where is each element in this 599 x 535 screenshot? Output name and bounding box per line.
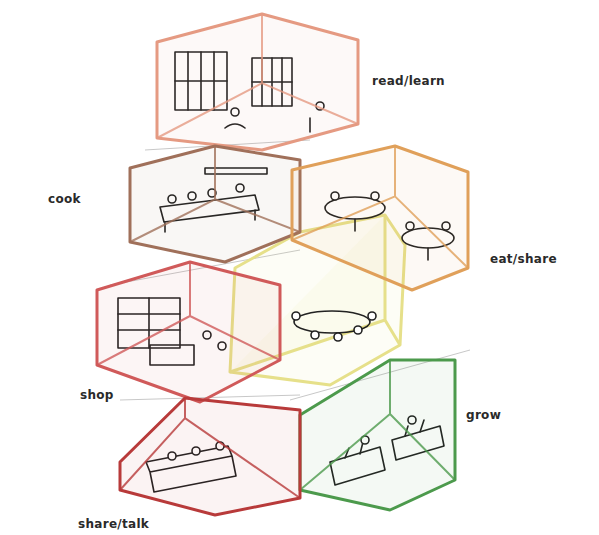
room-wall [97, 262, 280, 402]
room-box: cook [130, 146, 300, 262]
room-corner [97, 262, 280, 365]
room-box: shop [97, 262, 280, 402]
room-label: cook [48, 192, 81, 206]
room-outline [97, 262, 280, 402]
room-outline [300, 360, 455, 510]
room-corner [300, 360, 455, 490]
room-box: grow [300, 360, 455, 510]
room-wall [157, 14, 358, 150]
room-corner [130, 146, 300, 242]
person [334, 333, 342, 341]
room-corner [292, 146, 468, 268]
room-label: read/learn [372, 74, 445, 88]
room-box: read/learn [157, 14, 358, 150]
room-corner [120, 398, 300, 498]
room-wall [292, 146, 468, 290]
room-corner [157, 14, 358, 138]
room-box: share/talk [120, 398, 300, 515]
person [368, 312, 376, 320]
room-label: share/talk [78, 517, 149, 531]
room-label: eat/share [490, 252, 557, 266]
person [354, 326, 362, 334]
room-outline [292, 146, 468, 290]
room-label: shop [80, 388, 114, 402]
room-label: grow [466, 408, 501, 422]
room-outline [130, 146, 300, 262]
room-wall [130, 146, 300, 262]
room-outline [120, 398, 300, 515]
room-wall [300, 360, 455, 510]
room-outline [157, 14, 358, 150]
circle-of-people [294, 311, 370, 333]
person [311, 331, 319, 339]
room-box: eat/share [292, 146, 468, 290]
person [292, 312, 300, 320]
room-wall [120, 398, 300, 515]
